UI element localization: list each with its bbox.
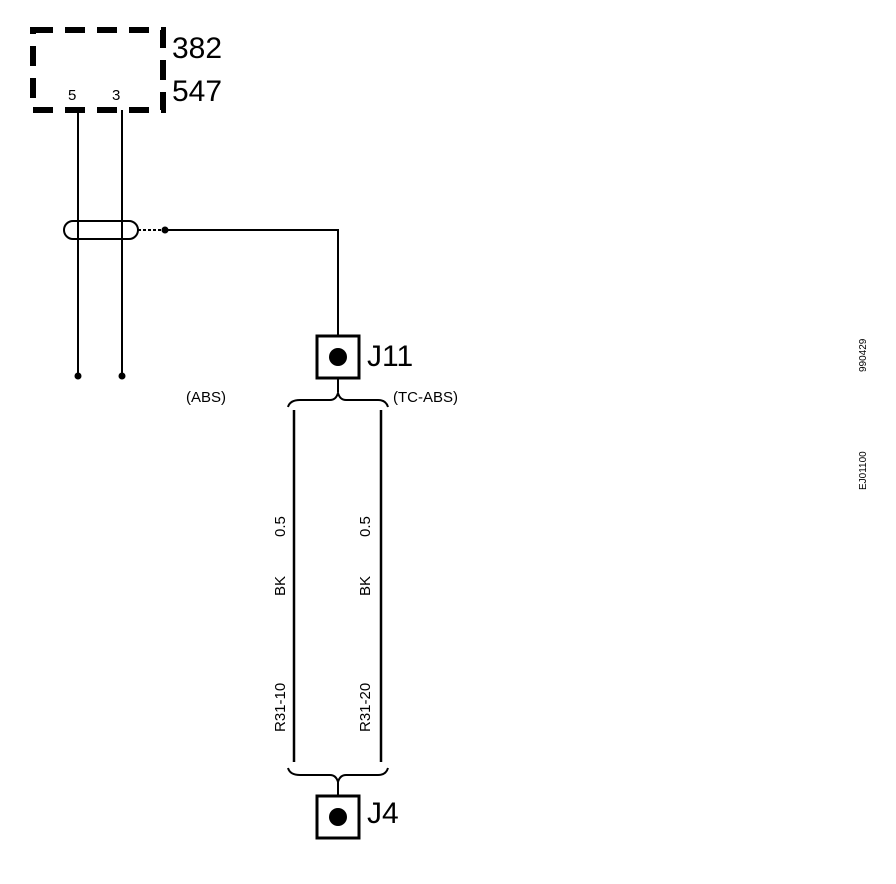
harness-wires (292, 410, 383, 762)
component-code-bottom: 547 (172, 75, 222, 108)
shield-drain-wire (138, 229, 339, 336)
component-code-top: 382 (172, 32, 222, 65)
component-box (30, 27, 166, 113)
pin-label-3: 3 (112, 87, 120, 104)
shield-loop (63, 220, 139, 240)
wire2-color: BK (357, 576, 374, 596)
wire2-size: 0.5 (357, 516, 374, 537)
brace-top (287, 389, 389, 408)
wire1-color: BK (272, 576, 289, 596)
brace-bottom (287, 767, 389, 786)
wire2-circuit: R31-20 (357, 683, 374, 732)
pin-label-5: 5 (68, 87, 76, 104)
variant-label-tc-abs: (TC-ABS) (393, 389, 458, 406)
reference-code-bottom: EJ01100 (858, 451, 869, 490)
wire-end-dot-3 (118, 372, 126, 380)
variant-label-abs: (ABS) (186, 389, 226, 406)
wire-end-dot-5 (74, 372, 82, 380)
connector-label-j11: J11 (367, 340, 413, 373)
connector-label-j4: J4 (367, 797, 399, 830)
wire1-size: 0.5 (272, 516, 289, 537)
reference-code-top: 990429 (858, 338, 869, 372)
connector-j11 (315, 334, 361, 392)
wire1-circuit: R31-10 (272, 683, 289, 732)
connector-j4 (315, 782, 361, 840)
shield-junction-dot (161, 226, 169, 234)
pin-wires (77, 110, 123, 376)
